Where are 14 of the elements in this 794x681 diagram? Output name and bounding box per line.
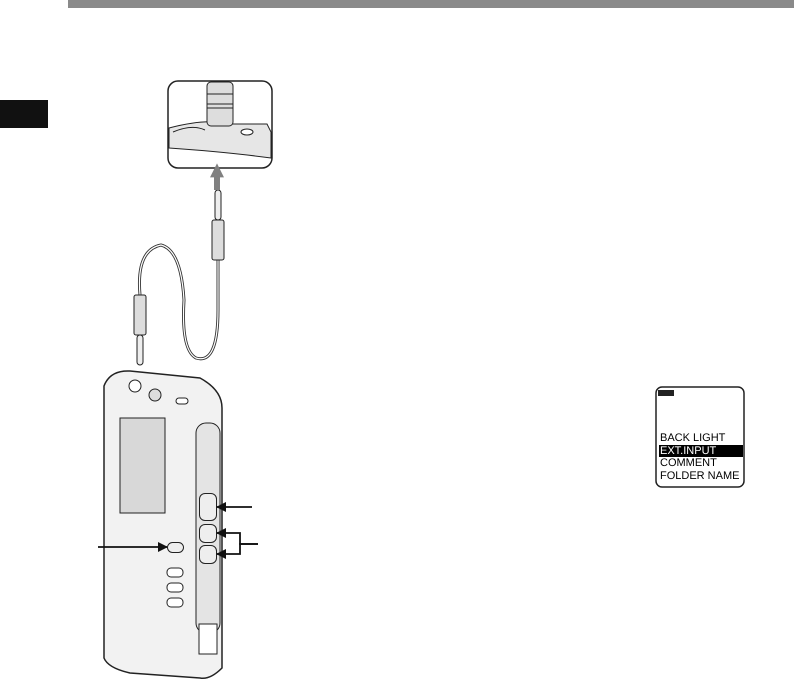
arrow [216,502,252,512]
menu-item: FOLDER NAME [659,470,740,482]
menu-button [167,542,184,553]
arrow [210,163,224,190]
skip-button [199,545,217,564]
menu-item: BACK LIGHT [659,432,726,444]
lcd-display [655,386,745,488]
menu-item: COMMENT [659,457,718,470]
menu-item: EXT.INPUT [659,444,743,457]
skip-button [199,524,217,543]
jack-socket-drawing [167,80,273,169]
arrow [98,542,168,552]
arrow [216,543,258,559]
play-button [199,493,217,521]
